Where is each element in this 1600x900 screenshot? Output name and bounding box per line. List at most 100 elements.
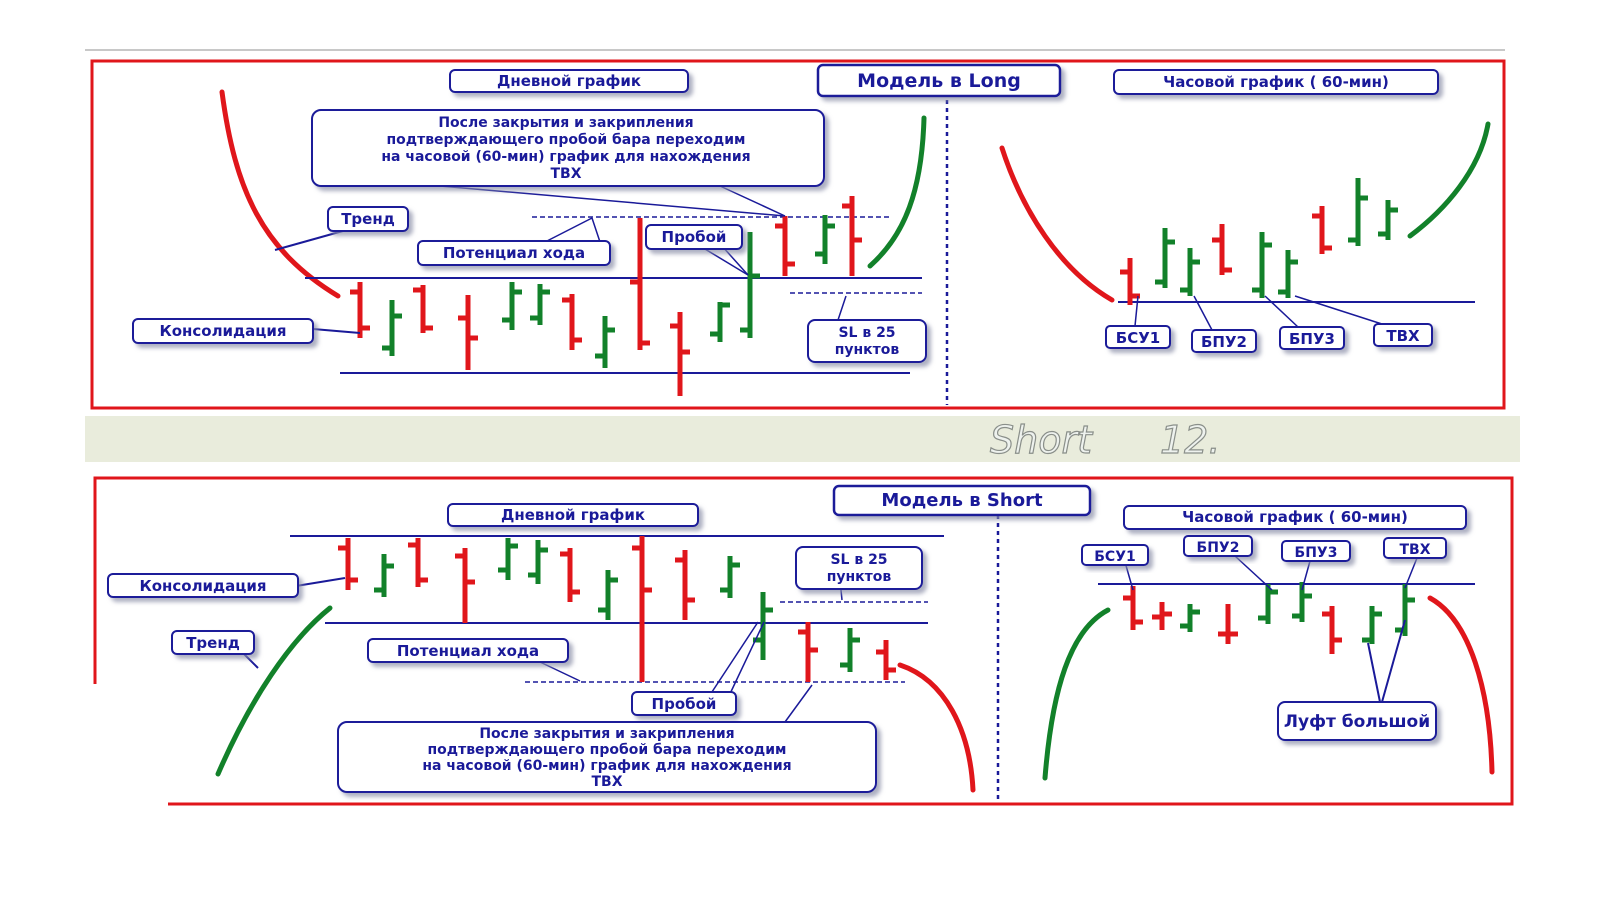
bull-price-bar [740, 232, 760, 338]
bear-price-bar [630, 218, 650, 350]
bull-price-bar [1348, 178, 1368, 246]
long-labels: Дневной график Модель в Long Часовой гра… [132, 63, 1439, 363]
bsu1-pointer [1134, 295, 1139, 327]
bear-price-bar [560, 548, 580, 602]
short-daily-title-text: Дневной график [501, 506, 645, 524]
long-note-line-4: ТВХ [550, 166, 581, 182]
long-model-title [816, 63, 1062, 98]
long-daily-title-text: Дневной график [497, 72, 641, 90]
banner-band [85, 416, 1520, 462]
long-tvh-label [1373, 323, 1433, 347]
short-note-line-4: ТВХ [591, 774, 622, 790]
long-sl-pointer [837, 295, 847, 321]
bull-price-bar [710, 302, 730, 342]
short-model-title [832, 484, 1092, 517]
long-potential-pointer-1 [544, 217, 593, 243]
long-breakout-pointer-2 [721, 245, 749, 276]
bull-price-bar [1362, 606, 1382, 644]
bear-price-bar [675, 550, 695, 620]
long-sl-label [807, 319, 927, 363]
short-model-panel: Дневной график Модель в Short Часовой гр… [93, 476, 1514, 806]
long-potential-label [417, 240, 611, 266]
short-breakout-label-text: Пробой [652, 695, 717, 713]
long-consolidation-pointer [312, 328, 361, 334]
short-breakout-label [631, 691, 737, 716]
short-note-callout [337, 721, 877, 793]
short-consolidation-label [107, 573, 299, 598]
short-daily-bars [338, 536, 896, 682]
bear-price-bar [455, 548, 475, 623]
long-bsu1-label [1105, 325, 1171, 349]
bear-price-bar [458, 295, 478, 370]
short-trend-label-text: Тренд [186, 634, 240, 652]
bull-price-bar [1378, 200, 1398, 240]
bear-price-bar [842, 196, 862, 276]
long-model-title-text: Модель в Long [857, 70, 1021, 92]
long-trend-pointer [274, 228, 351, 251]
short-hourly-bars [1123, 582, 1415, 654]
long-breakout-label [645, 224, 743, 250]
short-bsu1-pointer [1124, 561, 1134, 591]
long-breakout-pointer [699, 245, 749, 276]
short-bpu3-text: БПУ3 [1295, 545, 1338, 561]
short-bpu2-label [1183, 535, 1253, 557]
bear-price-bar [562, 294, 582, 350]
long-consolidation-label [132, 318, 314, 344]
long-trend-label [327, 206, 409, 232]
bear-price-bar [1120, 258, 1140, 305]
banner-number: 12. [1160, 418, 1220, 462]
long-hourly-chart [999, 121, 1491, 331]
bull-price-bar [502, 282, 522, 330]
bpu2-pointer [1193, 295, 1213, 331]
long-sl-line-1: SL в 25 [838, 325, 895, 341]
bull-price-bar [840, 628, 860, 672]
long-potential-pointer-2 [591, 217, 601, 243]
short-bpu2-text: БПУ2 [1197, 540, 1240, 556]
short-hourly-chart [1042, 555, 1495, 781]
bear-price-bar [1322, 606, 1342, 654]
short-bpu2-pointer [1234, 555, 1273, 591]
bear-price-bar [1123, 586, 1143, 630]
bull-price-bar [1395, 584, 1415, 636]
bull-price-bar [1258, 584, 1278, 624]
bear-price-bar [1312, 206, 1332, 254]
long-bsu1-text: БСУ1 [1116, 329, 1160, 347]
bull-price-bar [498, 538, 518, 580]
long-note-line-3: на часовой (60-мин) график для нахождени… [381, 149, 750, 165]
long-tvh-text: ТВХ [1386, 327, 1420, 345]
short-consolidation-pointer [295, 577, 346, 587]
long-hourly-title [1113, 69, 1439, 95]
luft-label-text: Луфт большой [1284, 712, 1430, 732]
short-note-line-1: После закрытия и закрипления [479, 726, 734, 742]
bull-price-bar [815, 215, 835, 264]
short-bpu3-pointer [1301, 560, 1311, 591]
short-breakout-pointer-1 [707, 621, 759, 699]
short-hourly-downtrend-curve [1427, 595, 1495, 775]
luft-label [1277, 701, 1437, 741]
bull-price-bar [598, 570, 618, 620]
short-panel-frame [93, 476, 1514, 806]
long-daily-chart [219, 89, 927, 396]
short-potential-label-text: Потенциал хода [397, 642, 539, 660]
long-potential-label-text: Потенциал хода [443, 244, 585, 262]
short-trend-label [171, 630, 255, 655]
long-panel-frame [90, 59, 1506, 410]
bull-price-bar [530, 284, 550, 325]
bear-price-bar [632, 536, 652, 682]
bull-price-bar [1278, 250, 1298, 298]
slide-banner: Short 12. [85, 416, 1520, 463]
long-daily-title [449, 69, 689, 93]
luft-pointer-1 [1367, 642, 1381, 703]
bull-price-bar [1180, 248, 1200, 296]
tvh-pointer [1294, 295, 1386, 326]
short-trend-curve [215, 605, 333, 777]
short-note-pointer [784, 684, 813, 723]
short-tvh-label [1383, 537, 1447, 559]
long-uptrend-curve [867, 115, 927, 269]
long-bpu3-label [1279, 326, 1345, 350]
bear-price-bar [798, 622, 818, 682]
bull-price-bar [374, 554, 394, 597]
bear-price-bar [413, 285, 433, 333]
bpu3-pointer [1264, 295, 1299, 328]
